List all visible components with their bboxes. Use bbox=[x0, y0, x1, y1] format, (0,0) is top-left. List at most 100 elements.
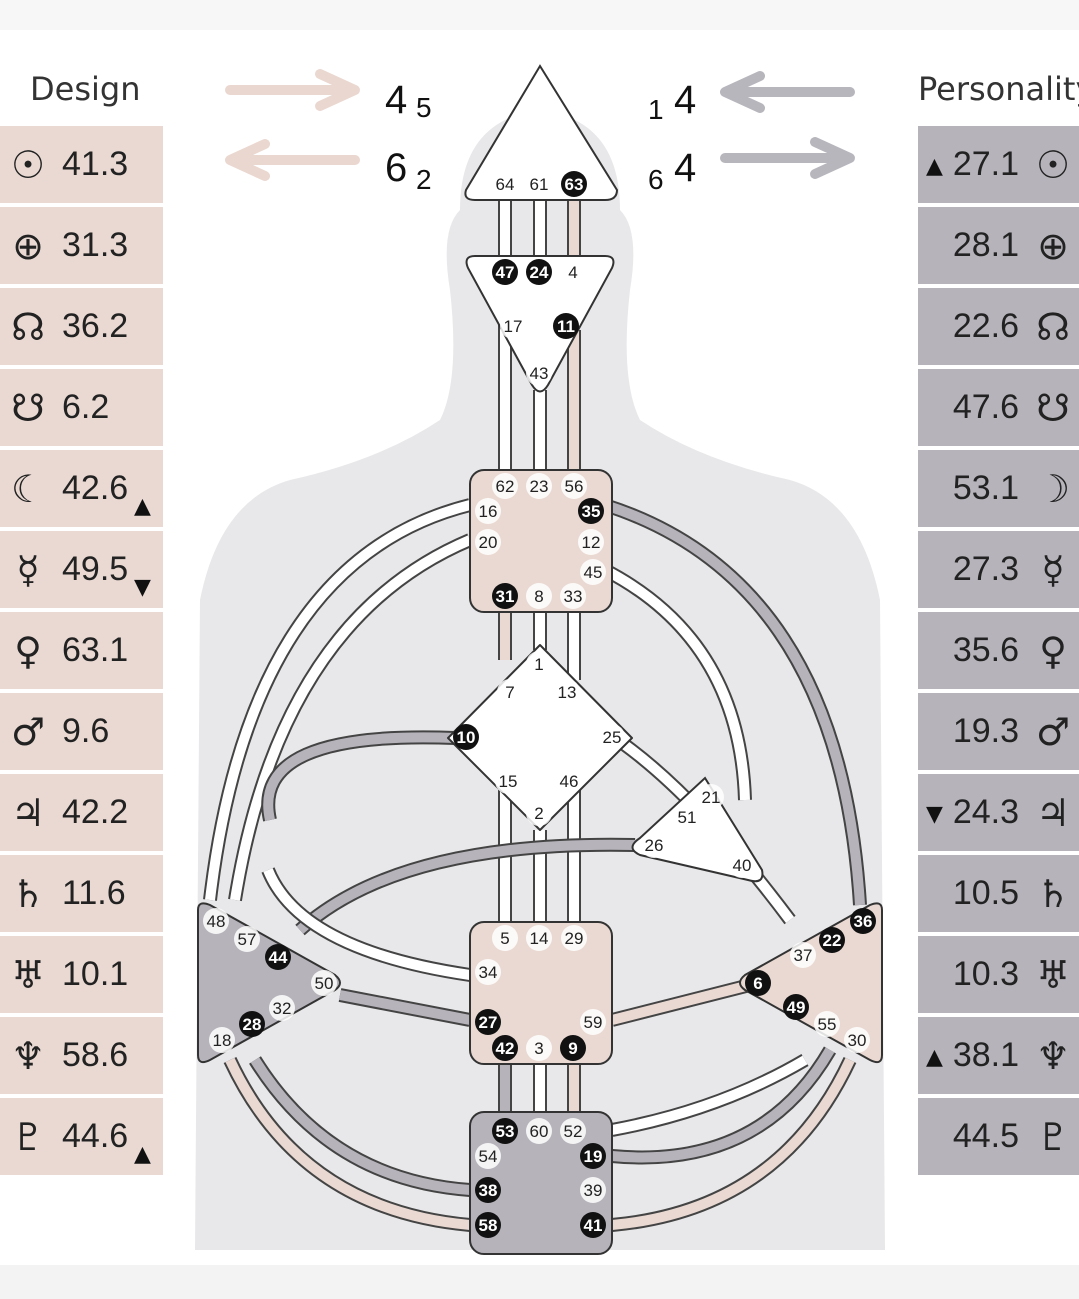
gate-24-marker bbox=[526, 259, 552, 285]
mars-icon: ♂ bbox=[10, 709, 46, 754]
personality-gate-line-value: 22.6 bbox=[952, 307, 1019, 345]
gate-5-label: 5 bbox=[500, 929, 509, 948]
gate-39-label: 39 bbox=[584, 1181, 603, 1200]
channel-fill bbox=[611, 1057, 855, 1230]
channel-fill bbox=[602, 565, 750, 801]
gate-52-label: 52 bbox=[564, 1122, 583, 1141]
gate-47-marker bbox=[492, 259, 518, 285]
north-node-icon: ☊ bbox=[1036, 304, 1070, 349]
gate-34-label: 34 bbox=[479, 963, 498, 982]
exalted-triangle-icon: ▲ bbox=[134, 494, 151, 519]
personality-bottom-variable: 4 bbox=[674, 146, 697, 190]
gate-8-marker bbox=[526, 583, 552, 609]
venus-icon: ♀ bbox=[1039, 628, 1067, 673]
gate-37-label: 37 bbox=[794, 946, 813, 965]
personality-row-uranus: 10.3♅ bbox=[918, 936, 1079, 1013]
gate-13-marker bbox=[554, 679, 580, 705]
gate-58-label: 58 bbox=[479, 1216, 498, 1235]
gate-10-label: 10 bbox=[457, 728, 476, 747]
gate-4-marker bbox=[560, 259, 586, 285]
design-gate-line-value: 41.3 bbox=[62, 145, 129, 183]
design-gate-line-value: 6.2 bbox=[62, 388, 110, 426]
channel-fill bbox=[225, 1057, 471, 1230]
head-center bbox=[464, 64, 619, 201]
gate-16-label: 16 bbox=[479, 502, 498, 521]
personality-gate-line-value: 27.1 bbox=[952, 145, 1019, 183]
design-bottom-variable-sub: 2 bbox=[416, 164, 432, 195]
gate-30-marker bbox=[844, 1027, 870, 1053]
personality-top-variable: 4 bbox=[674, 78, 697, 122]
variables-arrows bbox=[225, 69, 855, 181]
personality-row-sun: 27.1☉▲ bbox=[918, 126, 1079, 203]
gate-53-label: 53 bbox=[496, 1122, 515, 1141]
sun-icon: ☉ bbox=[1035, 142, 1071, 187]
gate-46-label: 46 bbox=[560, 772, 579, 791]
design-gate-line-value: 44.6 bbox=[62, 1117, 129, 1155]
design-gate-line-value: 42.2 bbox=[62, 793, 129, 831]
gate-8-label: 8 bbox=[534, 587, 543, 606]
gate-56-marker bbox=[561, 473, 587, 499]
gate-54-marker bbox=[475, 1143, 501, 1169]
gate-11-marker bbox=[553, 313, 579, 339]
gate-1-label: 1 bbox=[534, 655, 543, 674]
channel-fill bbox=[230, 535, 472, 901]
gate-23-label: 23 bbox=[530, 477, 549, 496]
gate-60-marker bbox=[526, 1118, 552, 1144]
gate-17-label: 17 bbox=[504, 317, 523, 336]
design-row-mars: ♂9.6 bbox=[0, 693, 163, 770]
neptune-icon: ♆ bbox=[1035, 1033, 1071, 1078]
gate-28-label: 28 bbox=[243, 1015, 262, 1034]
gate-55-marker bbox=[814, 1011, 840, 1037]
exalted-triangle-icon: ▲ bbox=[134, 1142, 151, 1167]
channel-fill bbox=[263, 732, 456, 822]
gate-20-label: 20 bbox=[479, 533, 498, 552]
design-row-mercury: ☿49.5▼ bbox=[0, 531, 163, 608]
exalted-triangle-icon: ▲ bbox=[926, 1045, 943, 1070]
detriment-triangle-icon: ▼ bbox=[926, 802, 943, 827]
gate-56-label: 56 bbox=[565, 477, 584, 496]
design-row-south-node: ☋ 6.2 bbox=[0, 369, 163, 446]
personality-row-jupiter: 24.3♃▼ bbox=[918, 774, 1079, 851]
gate-25-label: 25 bbox=[603, 728, 622, 747]
gate-12-marker bbox=[578, 529, 604, 555]
south-node-icon: ☋ bbox=[11, 385, 45, 430]
gate-28-marker bbox=[239, 1011, 265, 1037]
gate-63-label: 63 bbox=[565, 175, 584, 194]
gate-3-label: 3 bbox=[534, 1039, 543, 1058]
sacral-center bbox=[469, 921, 613, 1065]
mercury-icon: ☿ bbox=[1041, 547, 1065, 592]
gate-59-marker bbox=[580, 1009, 606, 1035]
gate-54-label: 54 bbox=[479, 1147, 498, 1166]
gate-64-label: 64 bbox=[496, 175, 515, 194]
gate-9-marker bbox=[560, 1035, 586, 1061]
design-row-north-node: ☊36.2 bbox=[0, 288, 163, 365]
gate-61-label: 61 bbox=[530, 175, 549, 194]
design-bottom-variable: 6 bbox=[385, 146, 408, 190]
gate-35-label: 35 bbox=[582, 502, 601, 521]
bottom-bar bbox=[0, 1265, 1079, 1299]
gate-42-label: 42 bbox=[496, 1039, 515, 1058]
personality-gate-line-value: 19.3 bbox=[952, 712, 1019, 750]
gate-49-label: 49 bbox=[787, 998, 806, 1017]
north-node-icon: ☊ bbox=[11, 304, 45, 349]
personality-gate-line-value: 28.1 bbox=[952, 226, 1019, 264]
gate-48-marker bbox=[203, 908, 229, 934]
jupiter-icon: ♃ bbox=[1035, 790, 1071, 835]
channel-fill bbox=[611, 1047, 835, 1163]
gate-33-marker bbox=[560, 583, 586, 609]
gate-18-marker bbox=[209, 1027, 235, 1053]
design-row-venus: ♀63.1 bbox=[0, 612, 163, 689]
venus-icon: ♀ bbox=[14, 628, 42, 673]
gate-38-label: 38 bbox=[479, 1181, 498, 1200]
design-gate-line-value: 11.6 bbox=[62, 874, 126, 912]
root-center bbox=[469, 1111, 613, 1255]
gate-7-marker bbox=[497, 679, 523, 705]
gate-2-label: 2 bbox=[534, 804, 543, 823]
g-center bbox=[447, 644, 633, 831]
design-row-jupiter: ♃42.2 bbox=[0, 774, 163, 851]
personality-row-south-node: 47.6☋ bbox=[918, 369, 1079, 446]
gate-36-label: 36 bbox=[854, 912, 873, 931]
gate-29-marker bbox=[561, 925, 587, 951]
gate-41-marker bbox=[580, 1212, 606, 1238]
